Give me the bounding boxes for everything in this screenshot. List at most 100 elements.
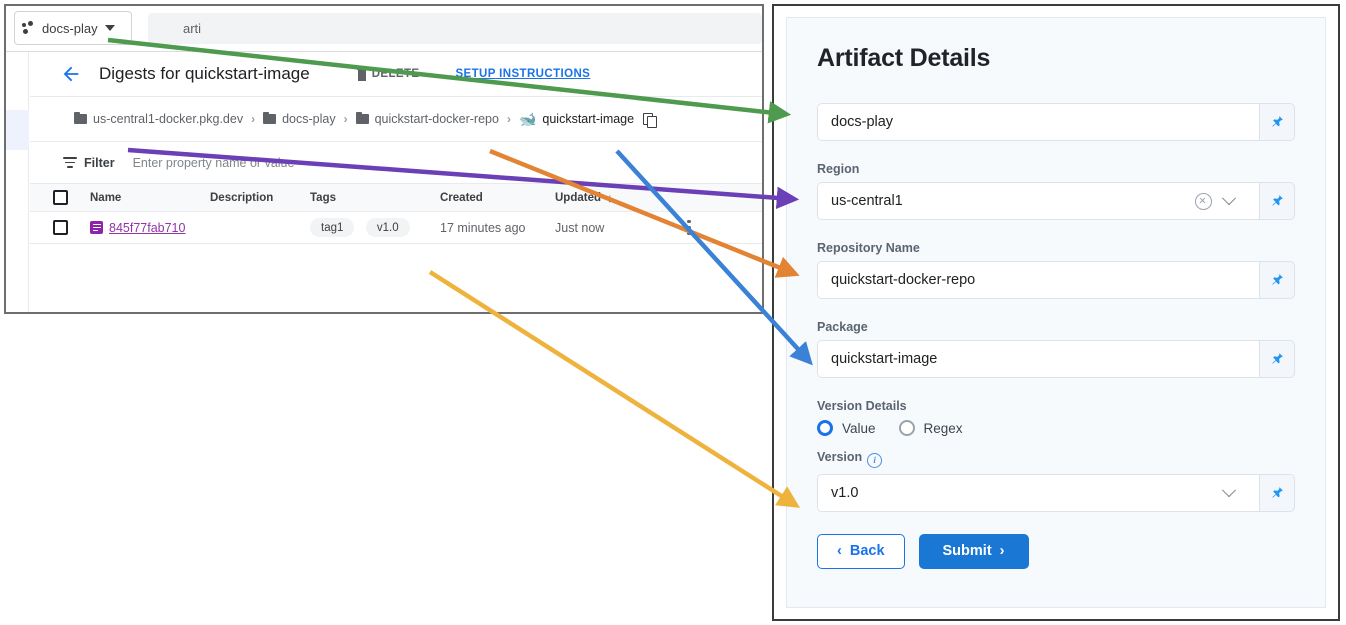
artifact-details-panel: Artifact Details docs-play Region — [786, 17, 1326, 608]
field-group-repository: Repository Name quickstart-docker-repo — [817, 241, 1295, 299]
region-field-row: us-central1 — [817, 182, 1295, 220]
region-label: Region — [817, 162, 860, 176]
package-label: Package — [817, 320, 868, 334]
package-input[interactable]: quickstart-image — [817, 340, 1260, 378]
delete-label: DELETE — [371, 68, 420, 80]
project-name-label: docs-play — [42, 20, 98, 36]
chevron-down-icon — [104, 25, 115, 31]
package-pin-button[interactable] — [1260, 340, 1295, 378]
version-pin-button[interactable] — [1260, 473, 1295, 512]
filter-input[interactable]: Enter property name or value — [132, 155, 295, 170]
filter-label: Filter — [84, 155, 115, 170]
version-input[interactable]: v1.0 — [817, 473, 1260, 512]
filter-bar: Filter Enter property name or value — [30, 142, 762, 184]
page-header: Digests for quickstart-image DELETE SETU… — [30, 52, 762, 97]
column-header-updated-label: Updated — [555, 191, 601, 204]
version-field-row: v1.0 — [817, 473, 1295, 512]
tag-chip: tag1 — [310, 218, 355, 237]
submit-button[interactable]: Submit › — [918, 533, 1029, 569]
region-input[interactable]: us-central1 — [817, 182, 1260, 220]
info-icon[interactable]: i — [867, 452, 883, 468]
chevron-right-icon: › — [999, 543, 1005, 559]
digest-icon — [90, 221, 103, 234]
column-header-created[interactable]: Created — [440, 191, 483, 204]
arrow-left-icon[interactable] — [60, 63, 82, 85]
submit-label: Submit — [942, 543, 992, 559]
version-details-radio-group: Value Regex — [817, 420, 1295, 436]
digest-link-wrap: 845f77fab710 — [90, 221, 210, 235]
breadcrumb-label: quickstart-image — [542, 112, 635, 126]
breadcrumb-label: us-central1-docker.pkg.dev — [93, 112, 244, 126]
row-checkbox[interactable] — [52, 220, 68, 235]
version-details-label: Version Details — [817, 399, 907, 413]
table-row[interactable]: 845f77fab710 tag1 v1.0 17 minutes ago Ju… — [30, 212, 762, 244]
column-header-tags[interactable]: Tags — [310, 191, 336, 204]
pin-icon — [1270, 486, 1284, 500]
version-label-row: Version i — [817, 450, 1295, 468]
console-top-bar: docs-play arti — [6, 6, 762, 52]
repository-value: quickstart-docker-repo — [831, 272, 976, 288]
digests-table: Name Description Tags Created Updated ↓ — [30, 184, 762, 244]
pin-icon — [1270, 273, 1284, 287]
pin-icon — [1270, 352, 1284, 366]
folder-icon — [74, 111, 87, 124]
breadcrumb-separator: › — [506, 112, 511, 126]
breadcrumb-item-package[interactable]: 🐋 quickstart-image — [519, 112, 634, 126]
search-input[interactable]: arti — [148, 13, 762, 44]
breadcrumb-item-registry[interactable]: us-central1-docker.pkg.dev — [74, 111, 244, 126]
radio-regex[interactable] — [898, 420, 915, 436]
project-input[interactable]: docs-play — [817, 103, 1260, 141]
select-all-checkbox[interactable] — [52, 190, 68, 205]
digest-link[interactable]: 845f77fab710 — [109, 220, 186, 235]
radio-value-label: Value — [842, 420, 876, 436]
breadcrumb: us-central1-docker.pkg.dev › docs-play ›… — [30, 97, 762, 142]
filter-icon[interactable] — [63, 157, 77, 168]
repository-field-row: quickstart-docker-repo — [817, 261, 1295, 299]
page-title: Digests for quickstart-image — [99, 64, 310, 83]
project-pin-button[interactable] — [1260, 103, 1295, 141]
radio-value[interactable] — [817, 420, 833, 436]
tag-chip: v1.0 — [365, 218, 410, 237]
project-selector[interactable]: docs-play — [14, 11, 132, 45]
project-field-row: docs-play — [817, 103, 1295, 141]
clear-icon[interactable] — [1195, 192, 1212, 210]
version-label: Version — [817, 450, 863, 464]
table-header-row: Name Description Tags Created Updated ↓ — [30, 184, 762, 212]
field-group-package: Package quickstart-image — [817, 320, 1295, 378]
cluster-icon — [22, 21, 36, 35]
left-nav-rail — [6, 52, 29, 312]
column-header-updated[interactable]: Updated ↓ — [555, 191, 665, 205]
search-value: arti — [183, 21, 202, 36]
repository-input[interactable]: quickstart-docker-repo — [817, 261, 1260, 299]
column-header-name[interactable]: Name — [90, 191, 122, 204]
breadcrumb-label: docs-play — [282, 112, 336, 126]
copy-icon[interactable] — [643, 112, 657, 128]
setup-instructions-link[interactable]: SETUP INSTRUCTIONS — [455, 68, 591, 80]
breadcrumb-separator: › — [343, 112, 348, 126]
back-button[interactable]: ‹ Back — [817, 533, 905, 569]
trash-icon — [356, 67, 368, 81]
folder-icon — [263, 111, 277, 124]
chevron-down-icon[interactable] — [1221, 482, 1237, 497]
pin-icon — [1270, 194, 1284, 208]
docker-whale-icon: 🐋 — [518, 111, 537, 127]
panel-title: Artifact Details — [817, 44, 991, 72]
console-content: Digests for quickstart-image DELETE SETU… — [30, 52, 762, 312]
field-group-region: Region us-central1 — [817, 162, 1295, 220]
region-pin-button[interactable] — [1260, 182, 1295, 220]
cell-name: 845f77fab710 — [90, 221, 210, 235]
column-header-description[interactable]: Description — [210, 191, 274, 204]
row-select-cell — [30, 220, 90, 235]
field-group-project: docs-play — [817, 103, 1295, 141]
breadcrumb-item-repository[interactable]: quickstart-docker-repo — [355, 111, 499, 126]
repository-label: Repository Name — [817, 241, 920, 255]
chevron-down-icon[interactable] — [1221, 191, 1237, 206]
back-label: Back — [849, 543, 885, 559]
sort-descending-icon: ↓ — [607, 190, 613, 205]
more-options-icon[interactable] — [687, 219, 691, 236]
repository-pin-button[interactable] — [1260, 261, 1295, 299]
delete-button[interactable]: DELETE — [356, 67, 420, 81]
breadcrumb-item-project[interactable]: docs-play — [263, 111, 336, 126]
pin-icon — [1270, 115, 1284, 129]
package-field-row: quickstart-image — [817, 340, 1295, 378]
